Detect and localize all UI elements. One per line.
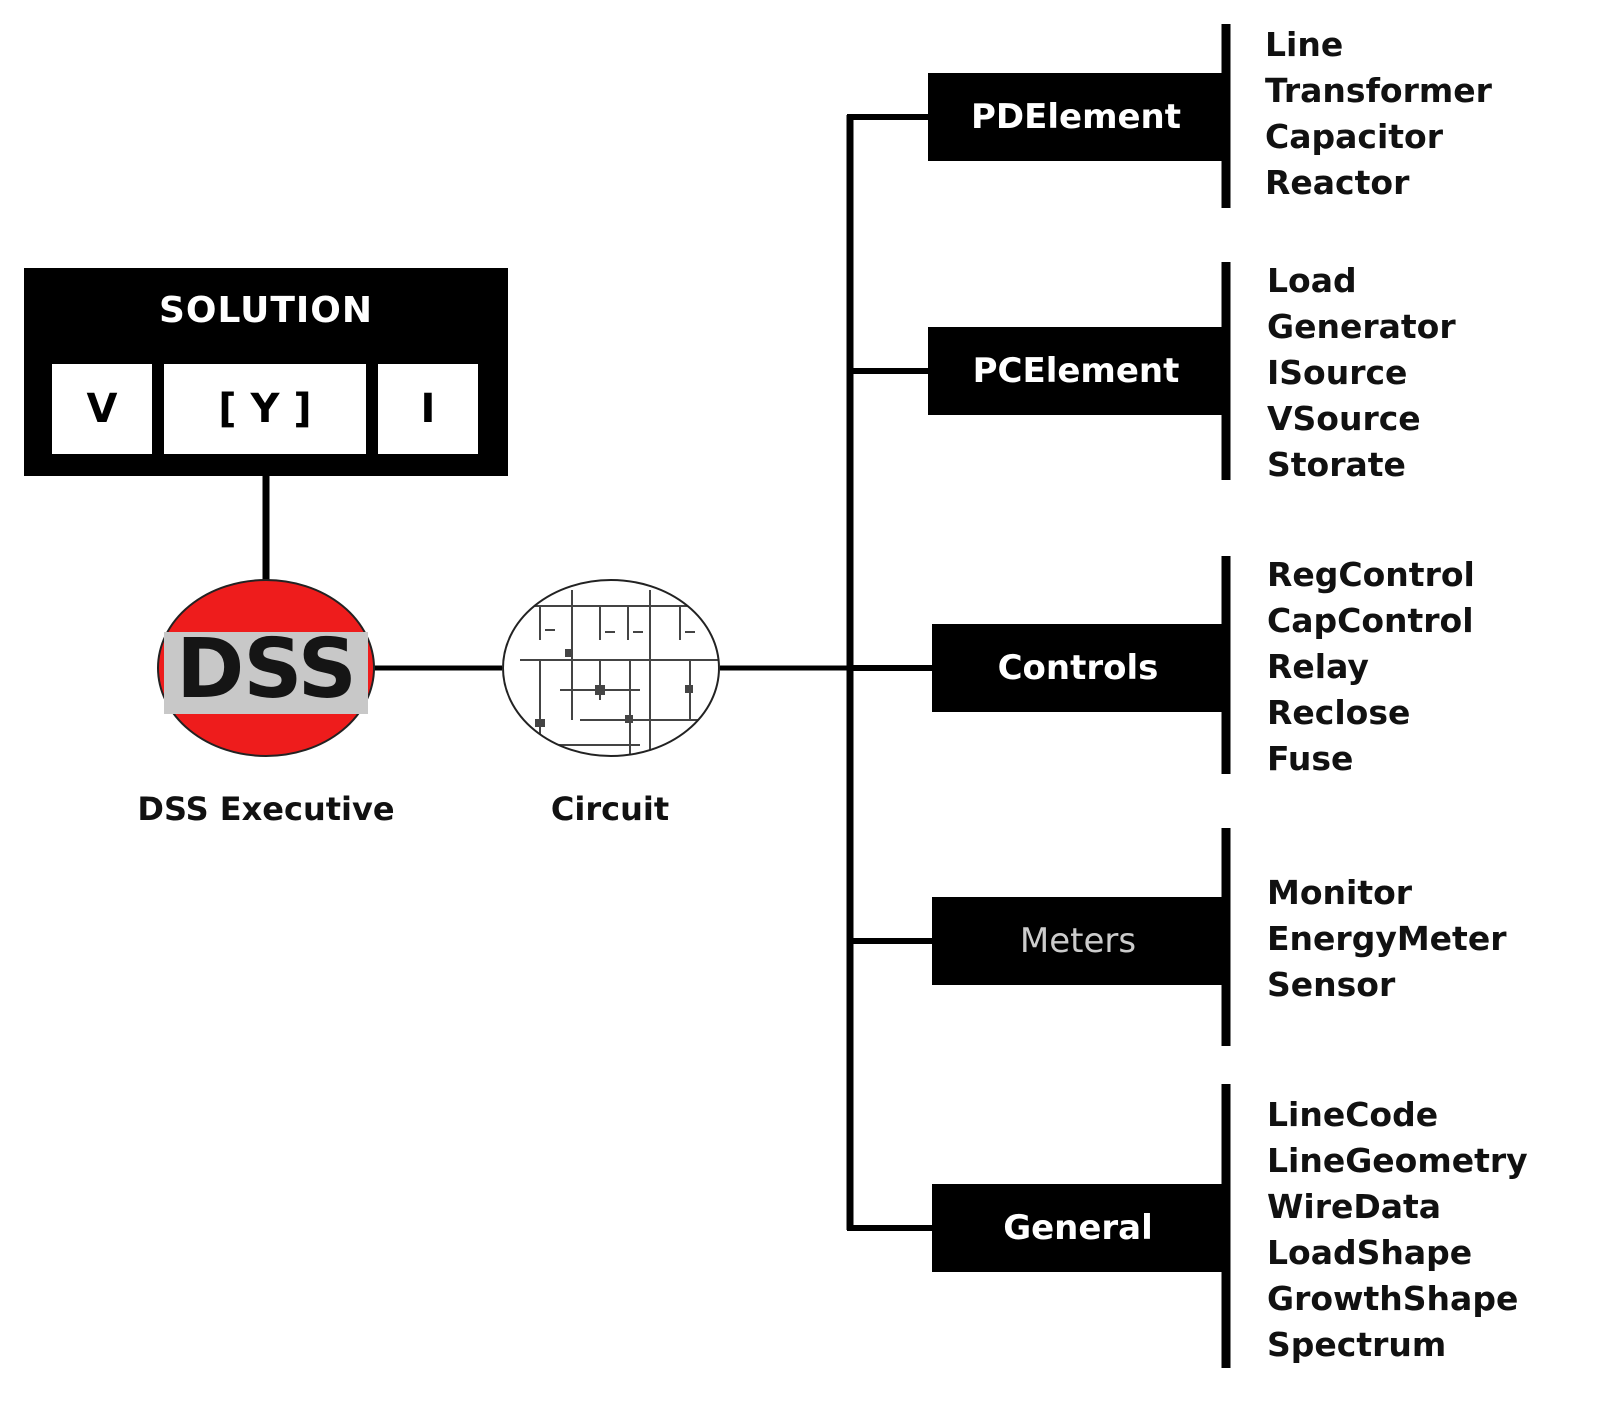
list-item: LoadShape <box>1267 1233 1473 1272</box>
circuit-schematic-icon <box>502 579 720 757</box>
solution-title: SOLUTION <box>158 290 374 331</box>
circuit-caption: Circuit <box>550 790 670 828</box>
list-item: Line <box>1265 25 1344 64</box>
solution-cell-y: [ Y ] <box>164 364 366 454</box>
list-item: WireData <box>1267 1187 1442 1226</box>
list-item: Transformer <box>1265 71 1492 110</box>
list-item: RegControl <box>1267 555 1475 594</box>
list-item: Generator <box>1267 307 1456 346</box>
list-item: Relay <box>1267 647 1369 686</box>
dss-logo-text: DSS <box>176 622 357 717</box>
items-meters: Monitor EnergyMeter Sensor <box>1267 870 1506 1008</box>
items-pcelement: Load Generator ISource VSource Storate <box>1267 258 1456 488</box>
list-item: LineCode <box>1267 1095 1439 1134</box>
list-item: Load <box>1267 261 1357 300</box>
list-item: Monitor <box>1267 873 1413 912</box>
list-item: Capacitor <box>1265 117 1443 156</box>
list-item: LineGeometry <box>1267 1141 1528 1180</box>
category-general: General <box>932 1184 1224 1272</box>
list-item: Spectrum <box>1267 1325 1447 1364</box>
list-item: Reclose <box>1267 693 1411 732</box>
dss-logo <box>157 579 375 757</box>
items-general: LineCode LineGeometry WireData LoadShape… <box>1267 1092 1528 1368</box>
items-controls: RegControl CapControl Relay Reclose Fuse <box>1267 552 1475 782</box>
list-item: Storate <box>1267 445 1406 484</box>
category-controls: Controls <box>932 624 1224 712</box>
category-pdelement: PDElement <box>928 73 1224 161</box>
list-item: GrowthShape <box>1267 1279 1519 1318</box>
list-item: CapControl <box>1267 601 1474 640</box>
category-meters: Meters <box>932 897 1224 985</box>
list-item: EnergyMeter <box>1267 919 1507 958</box>
category-pcelement: PCElement <box>928 327 1224 415</box>
list-item: Fuse <box>1267 739 1354 778</box>
list-item: VSource <box>1267 399 1421 438</box>
dss-executive-caption: DSS Executive <box>137 790 395 828</box>
solution-cell-v: V <box>52 364 152 454</box>
list-item: Sensor <box>1267 965 1396 1004</box>
solution-cell-i: I <box>378 364 478 454</box>
items-pdelement: Line Transformer Capacitor Reactor <box>1265 22 1492 206</box>
list-item: ISource <box>1267 353 1408 392</box>
list-item: Reactor <box>1265 163 1410 202</box>
